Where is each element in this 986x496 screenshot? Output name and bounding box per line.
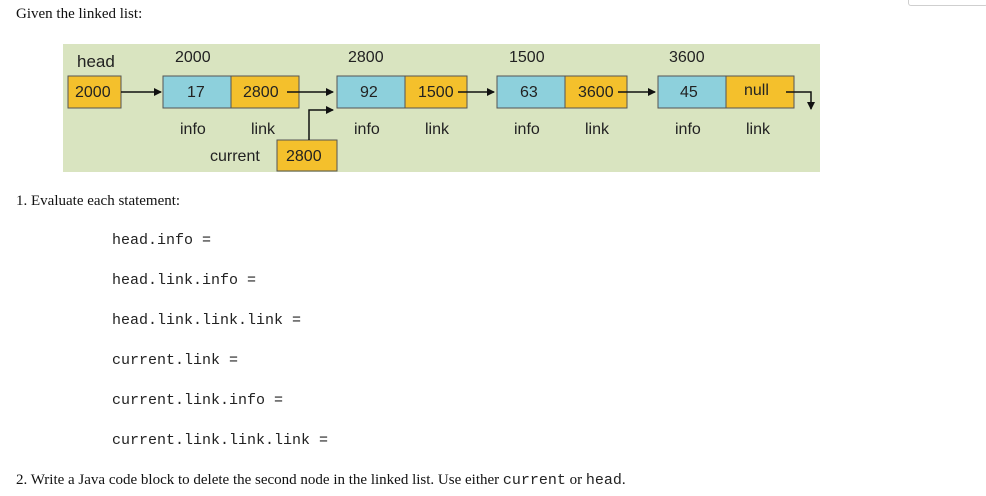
node4-link: null [744, 82, 769, 99]
head-label: head [77, 52, 115, 71]
question2-text: 2. Write a Java code block to delete the… [16, 472, 626, 489]
head-box [67, 75, 122, 109]
statement-current-link: current.link = [112, 352, 239, 369]
node2-link-label: link [425, 121, 450, 138]
node1-info: 17 [187, 84, 205, 101]
node2-link-box [404, 75, 468, 109]
node1-link: 2800 [243, 84, 279, 101]
node4-info: 45 [680, 84, 698, 101]
node2-link: 1500 [418, 84, 454, 101]
current-box [276, 139, 338, 172]
statement-head-info: head.info = [112, 232, 212, 249]
head-value: 2000 [75, 84, 111, 101]
current-label: current [210, 148, 260, 165]
current-value: 2800 [286, 148, 322, 165]
null-arrow [786, 91, 815, 110]
node3-link-label: link [585, 121, 610, 138]
node2-info-box [336, 75, 406, 109]
question2-text-middle: or [565, 472, 586, 488]
node3-address: 1500 [509, 49, 545, 66]
question2-code-head: head [585, 472, 622, 489]
question2-text-after: . [621, 472, 626, 488]
node1-info-box [162, 75, 232, 109]
node3-link: 3600 [578, 84, 614, 101]
node3-info: 63 [520, 84, 538, 101]
statement-current-link-info: current.link.info = [112, 392, 284, 409]
linked-list-diagram: head 2000 2000 17 2800 info link 2800 92… [63, 44, 820, 172]
statement-head-link-link-link: head.link.link.link = [112, 312, 302, 329]
node1-link-label: link [251, 121, 276, 138]
node2-info-label: info [354, 121, 380, 138]
node4-link-label: link [746, 121, 771, 138]
node4-info-label: info [675, 121, 701, 138]
node3-info-label: info [514, 121, 540, 138]
node1-address: 2000 [175, 49, 211, 66]
question2-text-before: 2. Write a Java code block to delete the… [16, 472, 503, 488]
node4-info-box [657, 75, 727, 109]
corner-box [908, 0, 986, 6]
node2-address: 2800 [348, 49, 384, 66]
intro-text: Given the linked list: [16, 6, 143, 22]
node2-info: 92 [360, 84, 378, 101]
statement-head-link-info: head.link.info = [112, 272, 257, 289]
node1-info-label: info [180, 121, 206, 138]
statement-current-link-link-link: current.link.link.link = [112, 432, 329, 449]
current-arrow [308, 106, 334, 140]
question2-code-current: current [502, 472, 566, 489]
node4-address: 3600 [669, 49, 705, 66]
question1-title: 1. Evaluate each statement: [16, 193, 181, 209]
